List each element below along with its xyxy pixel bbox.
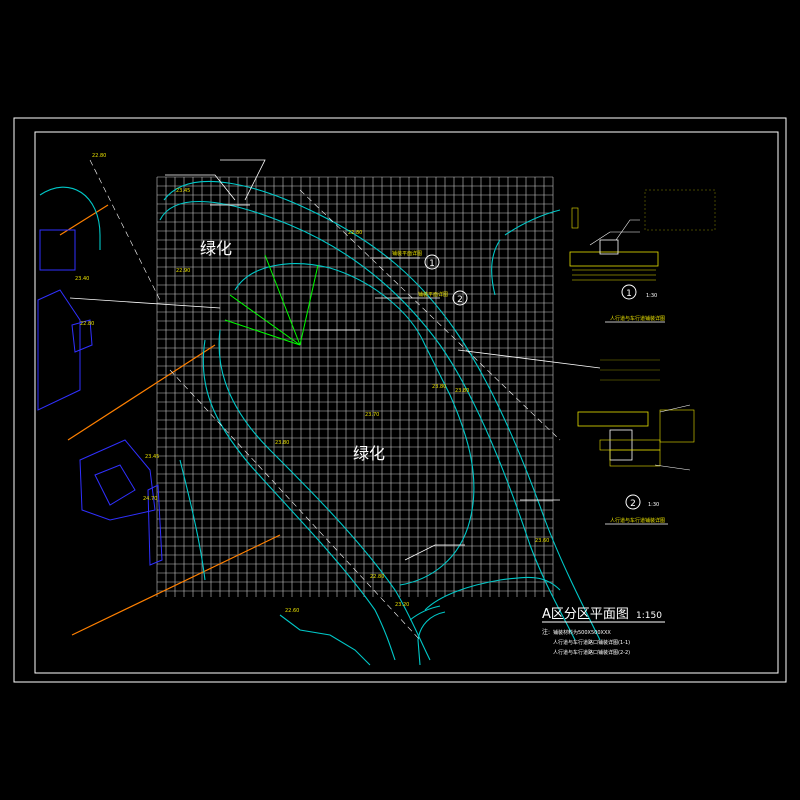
notes-line-1: 铺装材料为500X500XXX [553, 629, 611, 636]
section-ref-1: 1 铺装平面详图 [392, 250, 440, 270]
zone-label-greenery-1: 绿化 [200, 239, 232, 258]
detail-1-caption: 人行道与车行道铺装详图 [610, 315, 665, 322]
section-ref-2-label: 铺装平面详图 [418, 291, 448, 298]
section-ref-1-number: 1 [429, 259, 435, 269]
elevation-label: 23.45 [176, 188, 190, 194]
elevation-label: 23.80 [432, 384, 446, 390]
radius-leaders [224, 254, 319, 346]
detail-2-marker: 2 [630, 499, 636, 509]
elevation-label: 22.80 [92, 153, 106, 159]
elevation-label: 23.20 [395, 602, 409, 608]
title-block: A区分区平面图 1:150 注: 铺装材料为500X500XXX 人行道与车行道… [542, 607, 665, 656]
elevation-label: 22.60 [285, 608, 299, 614]
detail-1-marker: 1 [626, 289, 632, 299]
detail-2-caption: 人行道与车行道铺装详图 [610, 517, 665, 524]
road-centerlines [89, 159, 561, 641]
road-curbs [39, 180, 601, 666]
notes-line-3: 人行道与车行道路口铺装详图(2-2) [553, 649, 630, 656]
annotation-leaders [69, 159, 601, 561]
notes-prefix: 注: [542, 628, 550, 636]
elevation-label: 22.90 [176, 268, 190, 274]
elevation-labels: 22.80 23.45 22.90 23.40 22.80 23.45 24.7… [75, 153, 549, 614]
elevation-label: 23.40 [75, 276, 89, 282]
elevation-label: 24.70 [143, 496, 157, 502]
detail-1-section: 1 1:30 人行道与车行道铺装详图 [569, 189, 716, 323]
elevation-label: 23.45 [145, 454, 159, 460]
section-ref-2: 2 铺装平面详图 [418, 290, 468, 306]
elevation-label: 22.80 [370, 574, 384, 580]
detail-1-scale: 1:30 [646, 293, 657, 299]
drawing-scale: 1:150 [636, 611, 662, 621]
inner-frame [34, 131, 779, 674]
elevation-label: 23.80 [275, 440, 289, 446]
paving-grid [156, 176, 554, 597]
zone-label-greenery-2: 绿化 [353, 444, 385, 463]
section-ref-1-label: 铺装平面详图 [392, 250, 422, 257]
buildings [37, 229, 163, 566]
detail-2-scale: 1:30 [648, 502, 659, 508]
outer-frame [13, 117, 787, 683]
elevation-label: 22.80 [348, 230, 362, 236]
notes-line-2: 人行道与车行道路口铺装详图(1-1) [553, 639, 630, 646]
detail-2-section: 2 1:30 人行道与车行道铺装详图 [577, 359, 695, 525]
elevation-label: 23.80 [455, 388, 469, 394]
elevation-label: 23.60 [535, 538, 549, 544]
elevation-label: 23.70 [365, 412, 379, 418]
drawing-title: A区分区平面图 [542, 607, 629, 622]
section-ref-2-number: 2 [457, 295, 463, 305]
elevation-label: 22.80 [80, 321, 94, 327]
